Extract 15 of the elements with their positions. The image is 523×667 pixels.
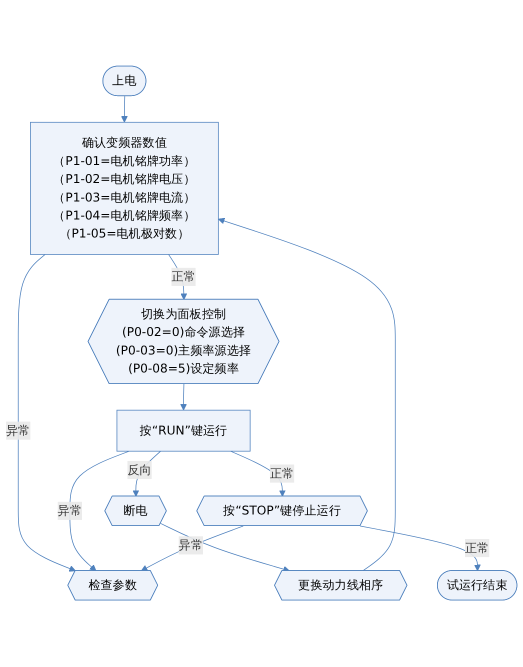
arrow xyxy=(360,526,481,572)
edge-label: 反向 xyxy=(127,462,152,478)
edge-label: 异常 xyxy=(58,504,82,518)
arrow xyxy=(180,384,187,411)
node-box: 确认变频器数值 （P1-01=电机铭牌功率） （P1-02=电机铭牌电压） （P1-03=电机铭牌电流） （P1-04=电机铭牌频率） （P1-05=电机极对数） xyxy=(30,122,219,256)
edge-label: 正常 xyxy=(270,466,294,481)
edge-label: 异常 xyxy=(178,538,204,553)
arrow xyxy=(218,218,396,572)
node-box: 按“RUN”键运行 xyxy=(116,410,251,452)
edge-label: 异常 xyxy=(6,424,30,438)
edge-label: 正常 xyxy=(171,270,196,284)
arrow xyxy=(140,526,244,572)
arrow xyxy=(18,254,76,572)
arrow xyxy=(121,96,128,124)
edge-label: 正常 xyxy=(464,540,490,556)
